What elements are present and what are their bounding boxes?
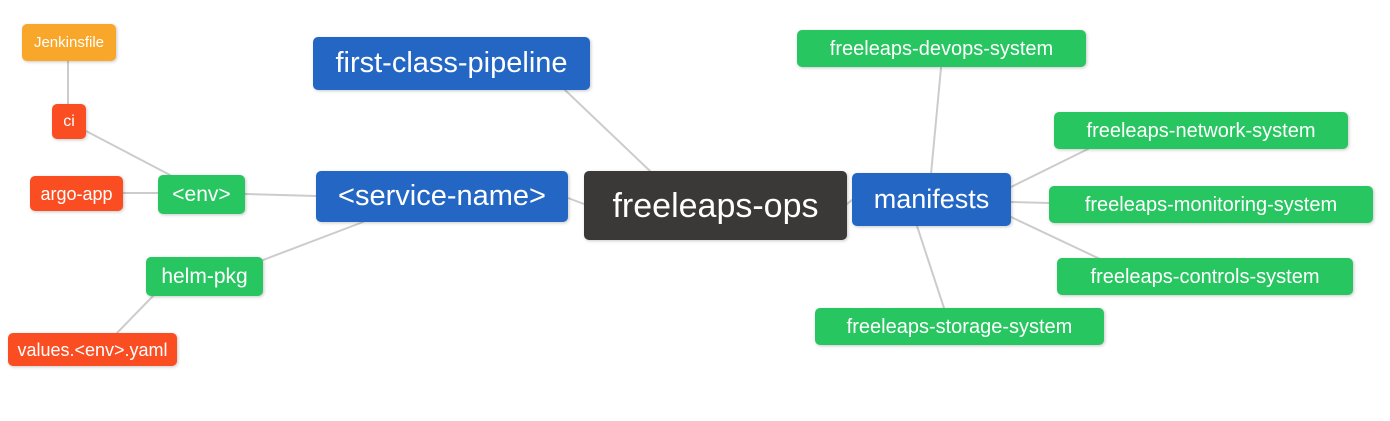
node-first-class-pipeline[interactable]: first-class-pipeline [313,37,590,90]
edge-ci-to-env [85,130,171,176]
node-argo-app[interactable]: argo-app [30,176,123,211]
edge-env-to-service-name [244,193,317,197]
node-freeleaps-monitoring-system[interactable]: freeleaps-monitoring-system [1049,186,1373,223]
node-freeleaps-controls-system[interactable]: freeleaps-controls-system [1057,258,1353,295]
edge-manifests-to-freeleaps-monitoring-system [1010,201,1050,204]
node-ci[interactable]: ci [52,104,86,139]
node-manifests[interactable]: manifests [852,173,1011,226]
edge-freeleaps-devops-system-to-manifests [930,67,942,175]
edge-service-name-to-freeleaps-ops [567,197,585,205]
edge-manifests-to-freeleaps-storage-system [916,225,945,309]
node-freeleaps-devops-system[interactable]: freeleaps-devops-system [797,30,1086,67]
edge-helm-pkg-to-values-env-yaml [116,295,154,334]
edge-manifests-to-freeleaps-controls-system [1010,216,1101,260]
edge-freeleaps-ops-to-manifests [846,199,853,205]
node-helm-pkg[interactable]: helm-pkg [146,257,263,296]
node-freeleaps-network-system[interactable]: freeleaps-network-system [1054,112,1348,149]
edge-helm-pkg-to-service-name [262,221,364,261]
node-jenkinsfile[interactable]: Jenkinsfile [22,24,116,61]
node-freeleaps-storage-system[interactable]: freeleaps-storage-system [815,308,1104,345]
node-freeleaps-ops[interactable]: freeleaps-ops [584,171,847,240]
edge-first-class-pipeline-to-freeleaps-ops [564,89,651,172]
node-values-env-yaml[interactable]: values.<env>.yaml [8,333,177,366]
node-env[interactable]: <env> [158,175,245,214]
node-service-name[interactable]: <service-name> [316,171,568,222]
edge-manifests-to-freeleaps-network-system [1010,148,1089,188]
